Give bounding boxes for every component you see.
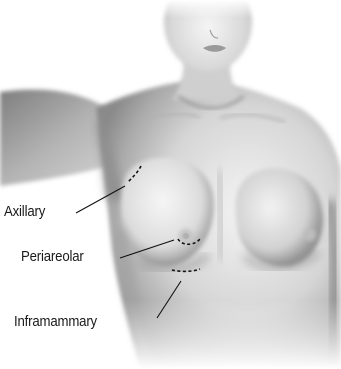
inframammary-label: Inframammary: [14, 313, 97, 330]
axillary-label: Axillary: [4, 203, 45, 220]
periareolar-label: Periareolar: [21, 248, 84, 265]
right-areola: [304, 229, 316, 241]
